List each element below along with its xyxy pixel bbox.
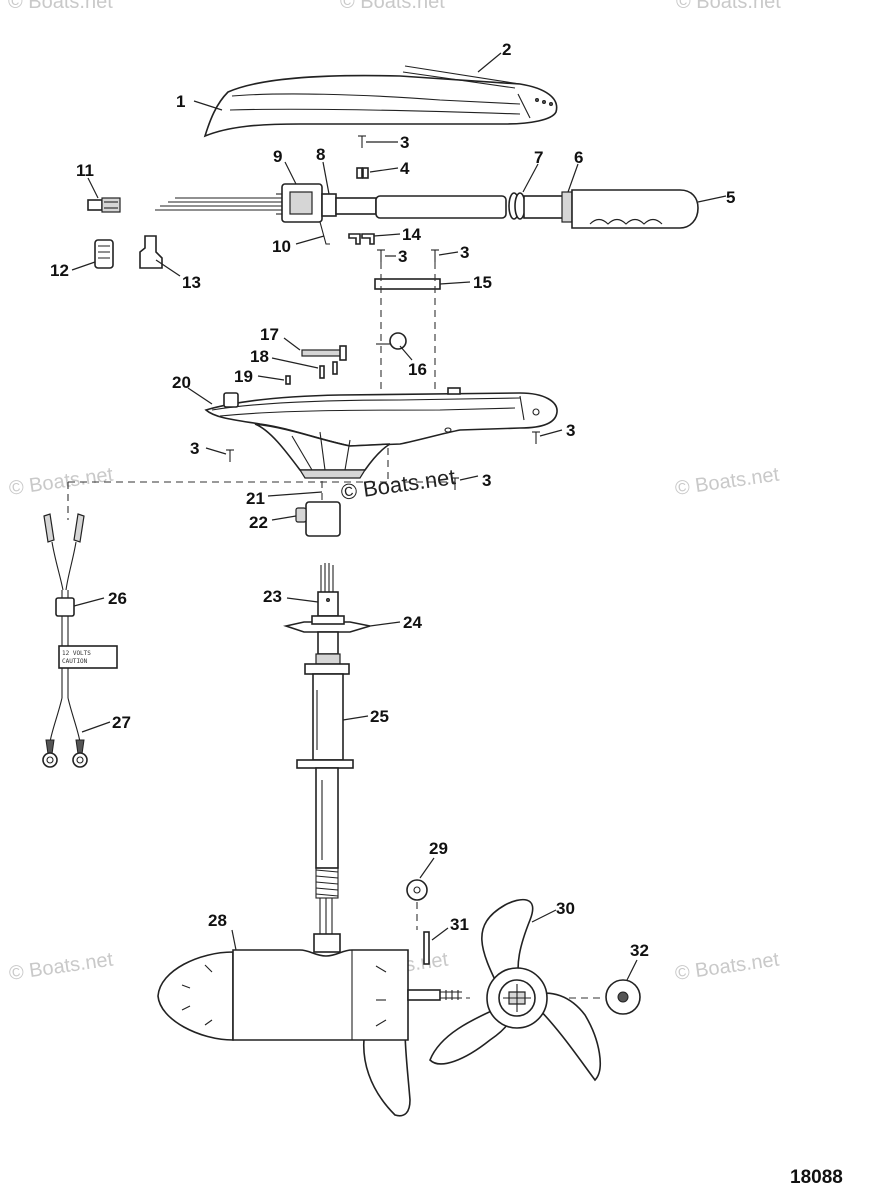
callout-18: 18 [250,347,269,366]
watermark-lower-right: © Boats.net [674,949,781,985]
pin-16 [376,332,407,350]
screw-3-housing-center [451,477,459,490]
clip-4 [356,167,369,179]
pin-19 [285,375,291,385]
callout-21: 21 [246,489,265,508]
callout-16: 16 [408,360,427,379]
callout-24: 24 [403,613,422,632]
callout-15: 15 [473,273,492,292]
callout-4: 4 [400,159,410,178]
lower-motor [157,949,462,1117]
leader-lines [71,52,727,981]
callout-7: 7 [534,148,543,167]
callout-25: 25 [370,707,389,726]
bracket-14 [348,233,375,245]
fuse-12 [94,239,114,269]
watermark-lower-left: © Boats.net [8,949,115,985]
spacer-15 [374,278,441,290]
callout-10: 10 [272,237,291,256]
callout-1: 1 [176,92,185,111]
callout-3-left: 3 [398,247,407,266]
callout-3-top: 3 [400,133,409,152]
callout-32: 32 [630,941,649,960]
wire-tag-line2: CAUTION [62,658,88,665]
callout-12: 12 [50,261,69,280]
screw-3-top [358,135,366,148]
connector-11 [87,197,121,213]
cap-13 [139,235,163,269]
callout-22: 22 [249,513,268,532]
callout-26: 26 [108,589,127,608]
callout-19: 19 [234,367,253,386]
prop-nut-32 [605,979,641,1015]
callout-13: 13 [182,273,201,292]
callout-3-housing-left: 3 [190,439,199,458]
motor-housing [204,387,558,479]
callout-30: 30 [556,899,575,918]
top-cover [203,74,558,138]
screw-3-left [377,249,385,262]
watermark-top-left: © Boats.net [8,0,113,13]
washer-29 [406,879,428,901]
propeller [429,898,601,1082]
decal-stripe [402,65,521,89]
callout-9: 9 [273,147,282,166]
callout-14: 14 [402,225,421,244]
screw-3-housing-left [226,449,234,462]
callout-28: 28 [208,911,227,930]
callout-5: 5 [726,188,735,207]
screw-3-right [431,249,439,262]
wire-harness [42,513,118,768]
callout-27: 27 [112,713,131,732]
handle-assembly [155,183,699,245]
shear-pin-31 [423,931,430,965]
callout-11: 11 [76,161,94,180]
callout-20: 20 [172,373,191,392]
pin-18b [332,361,338,375]
callout-8: 8 [316,145,325,164]
pin-18 [319,365,325,379]
watermark-top-center: © Boats.net [340,0,445,13]
callout-17: 17 [260,325,279,344]
watermark-top-right: © Boats.net [676,0,781,13]
callout-3-housing-right: 3 [566,421,575,440]
callout-23: 23 [263,587,282,606]
drawing-number: 18088 [790,1167,843,1188]
collar-22 [295,501,341,537]
callout-3-right: 3 [460,243,469,262]
callout-2: 2 [502,40,511,59]
callout-3-housing-center: 3 [482,471,491,490]
bolt-17 [301,345,347,361]
callout-6: 6 [574,148,583,167]
wire-tag-line1: 12 VOLTS [62,650,91,657]
watermark-right: © Boats.net [674,464,781,500]
callout-29: 29 [429,839,448,858]
shaft-assembly [283,563,371,953]
callout-31: 31 [450,915,469,934]
screw-3-housing-right [532,431,540,444]
